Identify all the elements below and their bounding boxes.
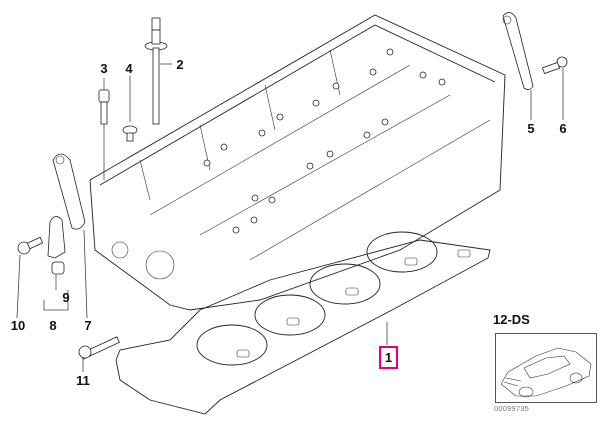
cylinder-head-gasket[interactable] <box>115 231 491 415</box>
valve-nuts <box>203 48 446 234</box>
callout-7[interactable]: 7 <box>84 318 92 333</box>
hex-bolt-front[interactable] <box>17 236 44 255</box>
cylinder-head[interactable] <box>89 14 506 311</box>
callout-1[interactable]: 1 <box>379 346 398 369</box>
callout-8[interactable]: 8 <box>49 318 57 333</box>
lifting-eye-rear[interactable] <box>502 12 534 90</box>
dowel-screw[interactable] <box>78 336 120 360</box>
cylinder-head-bolt[interactable] <box>144 17 168 125</box>
callout-6[interactable]: 6 <box>559 121 567 136</box>
callout-10[interactable]: 10 <box>10 318 26 333</box>
callout-9[interactable]: 9 <box>62 290 70 305</box>
callout-5[interactable]: 5 <box>527 121 535 136</box>
callout-4[interactable]: 4 <box>125 61 133 76</box>
lifting-eye-front[interactable] <box>52 153 86 230</box>
leader-lines <box>16 63 564 372</box>
car-thumbnail <box>495 333 597 403</box>
diagram-id: 00099735 <box>494 404 529 413</box>
group-label: 12-DS <box>493 312 530 327</box>
car-thumbnail-icon <box>500 347 592 398</box>
hex-bolt[interactable] <box>541 56 568 75</box>
clip[interactable] <box>51 261 65 275</box>
callout-3[interactable]: 3 <box>100 61 108 76</box>
socket-head-screw[interactable] <box>98 89 110 125</box>
screw-plug[interactable] <box>122 125 138 142</box>
callout-11[interactable]: 11 <box>76 373 90 388</box>
callout-2[interactable]: 2 <box>176 57 184 72</box>
bracket[interactable] <box>47 216 66 259</box>
